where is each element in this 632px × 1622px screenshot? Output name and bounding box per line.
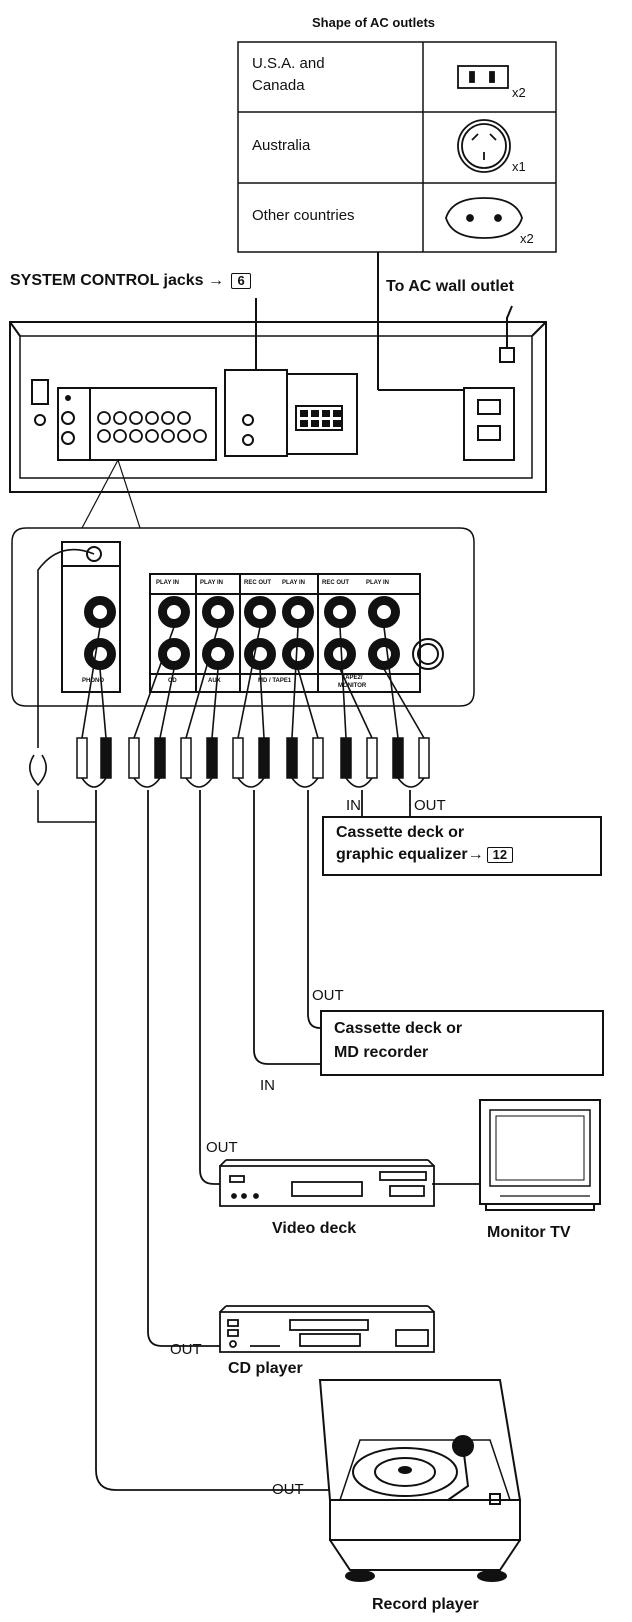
outlet-count-usa: x2	[512, 85, 526, 100]
ground-wire	[29, 548, 96, 823]
ref-page-6: 6	[231, 272, 251, 289]
cassette-eq-line1: Cassette deck or	[336, 824, 465, 841]
enlarged-jack-panel	[61, 541, 421, 693]
outlet-region-usa-2: Canada	[252, 77, 305, 94]
jack-label-rec-out-2: REC OUT	[322, 580, 349, 586]
ref-page-12: 12	[486, 846, 514, 863]
record-out-label: OUT	[272, 1481, 304, 1498]
jack-label-aux: AUX	[208, 678, 221, 684]
cassette-md-out-label: OUT	[312, 987, 344, 1004]
cassette-md-line2: MD recorder	[334, 1044, 429, 1061]
outlets-title: Shape of AC outlets	[312, 15, 436, 30]
record-player-icon	[318, 1379, 522, 1582]
enlarged-rca-jacks	[84, 596, 444, 670]
cd-out-label: OUT	[170, 1341, 202, 1358]
zoom-callout	[11, 459, 475, 707]
outlet-region-other: Other countries	[252, 207, 355, 224]
cassette-md-box: Cassette deck or MD recorder	[320, 1010, 604, 1076]
plug-cables	[81, 626, 425, 739]
jack-label-play-in-tape1: PLAY IN	[282, 580, 306, 586]
cassette-eq-in-label: IN	[346, 797, 361, 814]
cd-player-label: CD player	[228, 1360, 303, 1377]
australia-outlet-icon	[457, 119, 511, 173]
cassette-eq-out-label: OUT	[414, 797, 446, 814]
rca-plugs	[76, 737, 430, 779]
usa-outlet-icon	[457, 65, 509, 89]
record-player-label: Record player	[372, 1596, 479, 1613]
jack-label-play-in-aux: PLAY IN	[200, 580, 224, 586]
jack-label-phono: PHONO	[82, 678, 105, 684]
cd-player-icon	[219, 1305, 435, 1353]
outlet-count-other: x2	[520, 231, 534, 246]
outlet-region-usa: U.S.A. and	[252, 55, 325, 72]
device-cables	[95, 790, 480, 1491]
jack-label-play-in-tape2: PLAY IN	[366, 580, 390, 586]
cassette-eq-box: Cassette deck or graphic equalizer→12	[322, 816, 602, 876]
video-deck-icon	[219, 1159, 435, 1207]
outlet-count-australia: x1	[512, 159, 526, 174]
jack-label-monitor: MONITOR	[338, 683, 367, 689]
jack-label-tape2: TAPE2/	[342, 675, 363, 681]
system-control-label: SYSTEM CONTROL jacks → 6	[10, 272, 251, 290]
video-out-label: OUT	[206, 1139, 238, 1156]
cassette-md-in-label: IN	[260, 1077, 275, 1094]
video-deck-label: Video deck	[272, 1220, 357, 1237]
cassette-md-line1: Cassette deck or	[334, 1020, 463, 1037]
jack-label-cd: CD	[168, 678, 177, 684]
jack-label-play-in-cd: PLAY IN	[156, 580, 180, 586]
other-outlet-icon	[445, 197, 523, 239]
jack-label-rec-out-1: REC OUT	[244, 580, 271, 586]
jack-label-md-tape1: MD / TAPE1	[258, 678, 292, 684]
cassette-eq-line2: graphic equalizer→12	[336, 846, 514, 864]
outlet-region-australia: Australia	[252, 137, 311, 154]
rear-panel-jacks	[97, 410, 341, 443]
to-ac-outlet-label: To AC wall outlet	[386, 278, 514, 295]
monitor-tv-label: Monitor TV	[487, 1224, 571, 1241]
cable-loops	[81, 777, 425, 788]
ac-outlet-table	[237, 41, 557, 253]
monitor-tv-icon	[479, 1099, 601, 1211]
amplifier-rear-panel	[9, 305, 547, 493]
